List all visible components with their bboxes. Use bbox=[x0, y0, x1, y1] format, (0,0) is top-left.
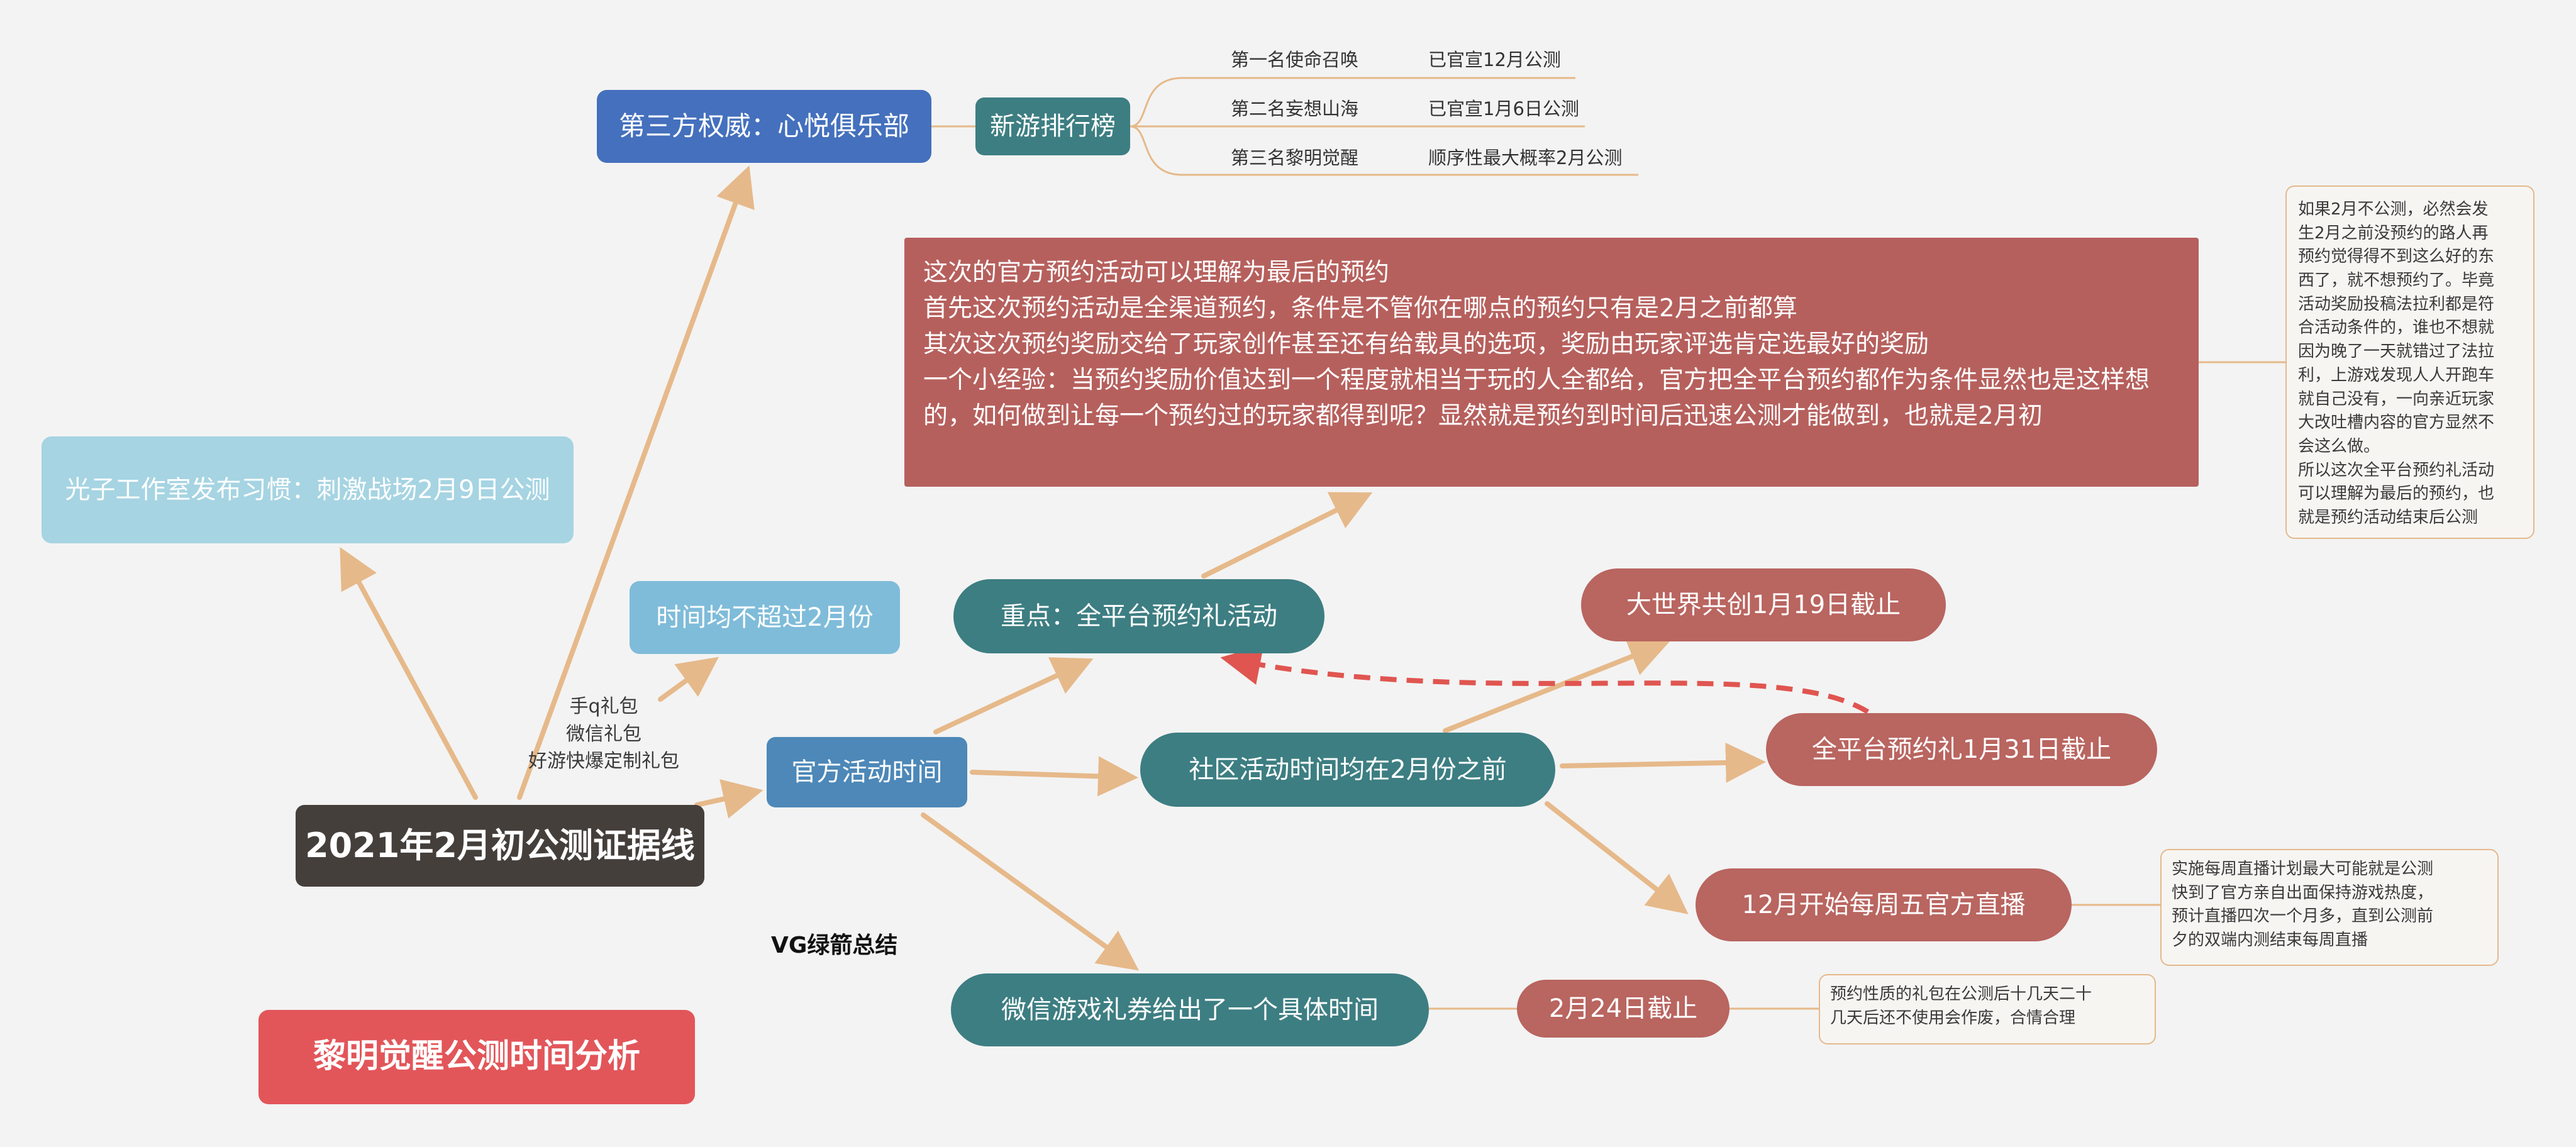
root-node[interactable]: 2021年2月初公测证据线 bbox=[296, 805, 704, 887]
arrow-official-wechat bbox=[921, 812, 1139, 971]
arrow-root-official bbox=[694, 779, 763, 819]
note-line: 几天后还不使用会作废，合情合理 bbox=[1830, 1008, 2076, 1028]
note-line: 实施每周直播计划最大可能就是公测 bbox=[2172, 860, 2434, 878]
rank-2-label: 第二名妄想山海 bbox=[1231, 98, 1359, 119]
feb24-node[interactable]: 2月24日截止 bbox=[1517, 980, 1729, 1038]
note-line: 合活动条件的，谁也不想就 bbox=[2298, 318, 2495, 338]
rank-3-status: 顺序性最大概率2月公测 bbox=[1428, 147, 1623, 169]
world-create-node[interactable]: 大世界共创1月19日截止 bbox=[1581, 568, 1946, 641]
note-line: 所以这次全平台预约礼活动 bbox=[2298, 460, 2495, 480]
note-line: 就自己没有，一向亲近玩家 bbox=[2298, 389, 2495, 409]
arrow-root-guangzi bbox=[340, 546, 478, 800]
explanation-line: 其次这次预约奖励交给了玩家创作甚至还有给载具的选项，奖励由玩家评选肯定选最好的奖… bbox=[923, 330, 1929, 358]
all-platform-node[interactable]: 全平台预约礼1月31日截止 bbox=[1766, 713, 2157, 786]
gift-labels: 手q礼包 微信礼包 好游快爆定制礼包 bbox=[522, 693, 686, 775]
note-line: 就是预约活动结束后公测 bbox=[2298, 507, 2479, 527]
explanation-line: 这次的官方预约活动可以理解为最后的预约 bbox=[923, 258, 1390, 287]
gift-label: 微信礼包 bbox=[566, 723, 641, 745]
note-line: 生2月之前没预约的路人再 bbox=[2298, 223, 2489, 243]
arrow-community-weekly bbox=[1545, 801, 1689, 914]
note-line: 大改吐槽内容的官方显然不 bbox=[2298, 413, 2495, 433]
note-line: 快到了官方亲自出面保持游戏热度， bbox=[2172, 883, 2434, 902]
weekly-live-node[interactable]: 12月开始每周五官方直播 bbox=[1696, 868, 2072, 941]
rank-2-status: 已官宣1月6日公测 bbox=[1428, 98, 1579, 119]
focus-node[interactable]: 重点：全平台预约礼活动 bbox=[953, 579, 1324, 653]
wechat-node[interactable]: 微信游戏礼券给出了一个具体时间 bbox=[951, 973, 1429, 1046]
note-reservation-reason[interactable]: 如果2月不公测，必然会发 生2月之前没预约的路人再 预约觉得得不到这么好的东 西… bbox=[2285, 186, 2534, 539]
note-line: 如果2月不公测，必然会发 bbox=[2298, 200, 2489, 219]
note-line: 会这么做。 bbox=[2298, 436, 2380, 456]
explanation-line: 一个小经验：当预约奖励价值达到一个程度就相当于玩的人全都给，官方把全平台预约都作… bbox=[923, 365, 2150, 430]
reservation-explanation-box[interactable]: 这次的官方预约活动可以理解为最后的预约 首先这次预约活动是全渠道预约，条件是不管… bbox=[904, 238, 2199, 487]
gift-label: 手q礼包 bbox=[569, 695, 638, 718]
arrow-focus-bigbox bbox=[1201, 492, 1373, 579]
explanation-line: 首先这次预约活动是全渠道预约，条件是不管你在哪点的预约只有是2月之前都算 bbox=[923, 294, 1797, 323]
note-line: 可以理解为最后的预约，也 bbox=[2298, 484, 2495, 504]
note-line: 活动奖励投稿法拉利都是符 bbox=[2298, 294, 2495, 314]
note-line: 预约性质的礼包在公测后十几天二十 bbox=[1830, 985, 2092, 1004]
time-limit-node[interactable]: 时间均不超过2月份 bbox=[630, 581, 900, 654]
guangzi-node[interactable]: 光子工作室发布习惯：刺激战场2月9日公测 bbox=[42, 436, 574, 543]
title-node[interactable]: 黎明觉醒公测时间分析 bbox=[258, 1010, 695, 1104]
note-feb24[interactable]: 预约性质的礼包在公测后十几天二十 几天后还不使用会作废，合情合理 bbox=[1819, 974, 2156, 1044]
third-party-node[interactable]: 第三方权威：心悦俱乐部 bbox=[597, 90, 931, 163]
rank-1-label: 第一名使命召唤 bbox=[1231, 49, 1359, 70]
arrow-official-focus bbox=[933, 657, 1094, 734]
dashed-arrow-allplat-focus bbox=[1220, 645, 1870, 714]
note-line: 预约觉得得不到这么好的东 bbox=[2298, 247, 2495, 267]
arrow-root-third bbox=[517, 165, 755, 800]
summary-label: VG绿箭总结 bbox=[771, 933, 898, 958]
gift-label: 好游快爆定制礼包 bbox=[528, 750, 679, 772]
community-node[interactable]: 社区活动时间均在2月份之前 bbox=[1140, 733, 1555, 807]
rank-3-label: 第三名黎明觉醒 bbox=[1231, 147, 1359, 169]
note-line: 西了，就不想预约了。毕竟 bbox=[2298, 271, 2495, 291]
arrow-community-world bbox=[1443, 638, 1670, 733]
official-time-node[interactable]: 官方活动时间 bbox=[767, 737, 967, 807]
note-line: 因为晚了一天就错过了法拉 bbox=[2298, 342, 2495, 362]
note-line: 预计直播四次一个月多，直到公测前 bbox=[2172, 907, 2434, 926]
arrow-gifts-time bbox=[658, 657, 719, 702]
note-weekly-live[interactable]: 实施每周直播计划最大可能就是公测 快到了官方亲自出面保持游戏热度， 预计直播四次… bbox=[2160, 849, 2499, 966]
new-game-rank-node[interactable]: 新游排行榜 bbox=[975, 97, 1130, 155]
rank-1-status: 已官宣12月公测 bbox=[1428, 49, 1561, 70]
arrow-official-community bbox=[970, 756, 1138, 797]
bracket-rank bbox=[1130, 77, 1638, 176]
arrow-community-allplat bbox=[1560, 742, 1766, 783]
note-line: 夕的双端内测结束每周直播 bbox=[2172, 931, 2368, 950]
note-line: 利，上游戏发现人人开跑车 bbox=[2298, 365, 2495, 385]
